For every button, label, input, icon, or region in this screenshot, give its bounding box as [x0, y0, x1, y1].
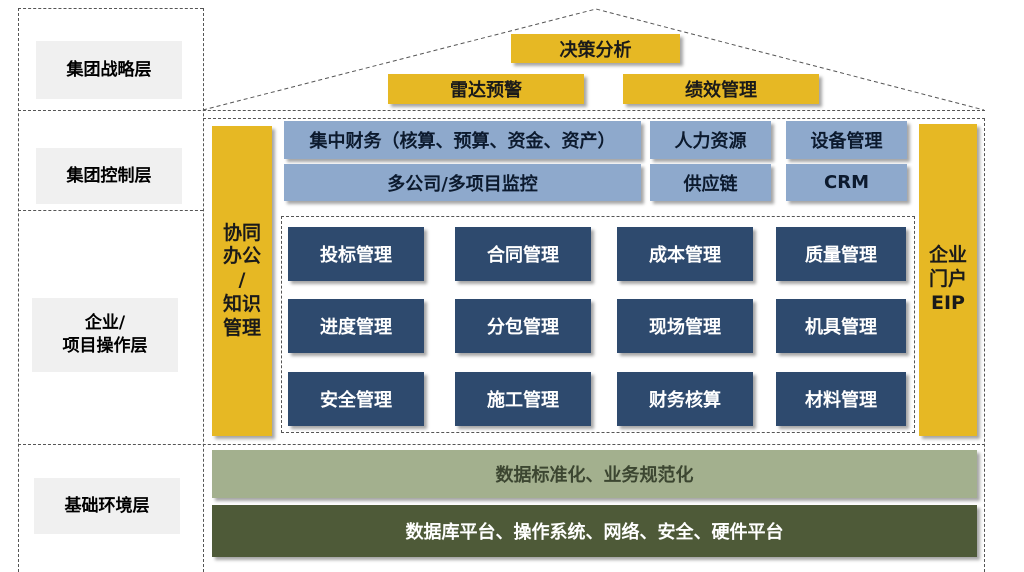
control-area-top-line — [203, 118, 985, 119]
infrastructure-platform-bar: 数据库平台、操作系统、网络、安全、硬件平台 — [212, 505, 977, 557]
module-materials: 材料管理 — [776, 372, 906, 426]
layer-label-operation: 企业/ 项目操作层 — [32, 298, 178, 372]
radar-warning-box: 雷达预警 — [388, 74, 584, 104]
performance-management-box: 绩效管理 — [623, 74, 819, 104]
multi-project-monitoring-box: 多公司/多项目监控 — [284, 164, 641, 201]
module-quality: 质量管理 — [776, 227, 906, 281]
frame-divider-line — [203, 8, 204, 572]
human-resources-box: 人力资源 — [650, 121, 771, 159]
module-site: 现场管理 — [617, 299, 753, 353]
crm-box: CRM — [786, 164, 907, 201]
collaboration-knowledge-bar: 协同 办公 / 知识 管理 — [212, 126, 272, 436]
frame-top-line — [18, 8, 203, 9]
supply-chain-box: 供应链 — [650, 164, 771, 201]
module-cost: 成本管理 — [617, 227, 753, 281]
module-schedule: 进度管理 — [288, 299, 424, 353]
decision-analysis-box: 决策分析 — [511, 34, 680, 63]
layer-separator-1 — [18, 110, 985, 111]
module-safety: 安全管理 — [288, 372, 424, 426]
layer-separator-3 — [18, 444, 985, 445]
frame-right-line — [984, 118, 985, 572]
module-financial-accounting: 财务核算 — [617, 372, 753, 426]
central-finance-box: 集中财务（核算、预算、资金、资产） — [284, 121, 641, 159]
layer-label-strategy: 集团战略层 — [36, 41, 182, 99]
module-machinery: 机具管理 — [776, 299, 906, 353]
layer-label-foundation: 基础环境层 — [34, 478, 180, 534]
equipment-management-box: 设备管理 — [786, 121, 907, 159]
module-contract: 合同管理 — [455, 227, 591, 281]
modules-frame — [281, 216, 915, 433]
data-standardization-bar: 数据标准化、业务规范化 — [212, 450, 977, 498]
layer-label-control: 集团控制层 — [36, 148, 182, 204]
frame-left-line — [18, 8, 19, 572]
module-bidding: 投标管理 — [288, 227, 424, 281]
module-subcontract: 分包管理 — [455, 299, 591, 353]
roof-outline — [202, 8, 985, 111]
enterprise-portal-bar: 企业 门户 EIP — [919, 124, 977, 436]
module-construction: 施工管理 — [455, 372, 591, 426]
layer-separator-2 — [18, 210, 203, 211]
